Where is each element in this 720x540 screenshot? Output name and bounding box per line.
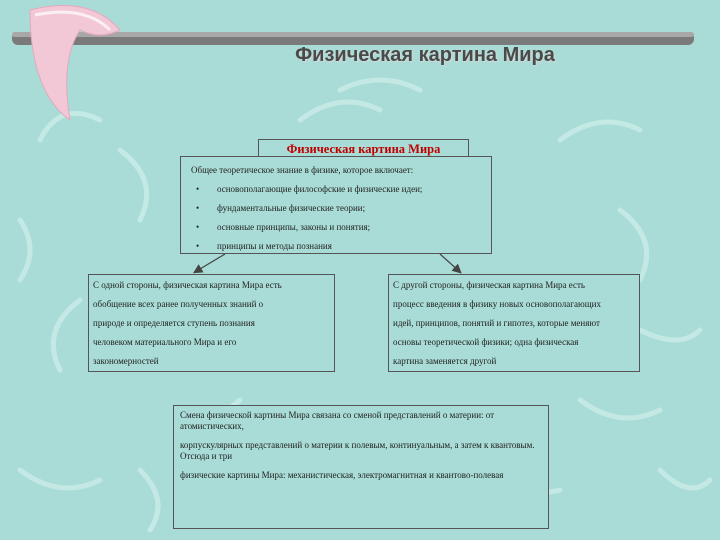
definition-box: Общее теоретическое знание в физике, кот… <box>180 156 492 254</box>
list-item: • основные принципы, законы и понятия; <box>191 222 485 241</box>
bullet-icon: • <box>196 222 200 232</box>
paragraph: Смена физической картины Мира связана со… <box>180 410 495 431</box>
text-line: природе и определяется ступень познания <box>93 318 255 328</box>
list-item-text: основные принципы, законы и понятия; <box>217 222 371 232</box>
change-of-picture-box: Смена физической картины Мира связана со… <box>173 405 549 529</box>
right-aspect-box: С другой стороны, физическая картина Мир… <box>388 274 640 372</box>
paragraph: физические картины Мира: механистическая… <box>180 470 504 480</box>
list-item: • принципы и методы познания <box>191 241 485 260</box>
list-item-text: принципы и методы познания <box>217 241 332 251</box>
bullet-icon: • <box>196 184 200 194</box>
list-item-text: основополагающие философские и физически… <box>217 184 423 194</box>
list-item: • фундаментальные физические теории; <box>191 203 485 222</box>
diagram-title-box: Физическая картина Мира <box>258 139 469 159</box>
text-line: человеком материального Мира и его <box>93 337 237 347</box>
left-aspect-box: С одной стороны, физическая картина Мира… <box>88 274 335 372</box>
text-line: обобщение всех ранее полученных знаний о <box>93 299 264 309</box>
diagram-title-text: Физическая картина Мира <box>286 142 441 156</box>
bullet-icon: • <box>196 203 200 213</box>
text-line: картина заменяется другой <box>393 356 497 366</box>
definition-intro: Общее теоретическое знание в физике, кот… <box>191 165 414 175</box>
text-line: основы теоретической физики; одна физиче… <box>393 337 579 347</box>
text-line: закономерностей <box>93 356 159 366</box>
arrow-left <box>192 253 226 274</box>
definition-list: • основополагающие философские и физическ… <box>191 184 485 260</box>
text-line: С другой стороны, физическая картина Мир… <box>393 280 586 290</box>
list-item: • основополагающие философские и физическ… <box>191 184 485 203</box>
text-line: идей, принципов, понятий и гипотез, кото… <box>393 318 600 328</box>
paragraph: корпускулярных представлений о материи к… <box>180 440 535 461</box>
slide-title: Физическая картина Мира <box>295 44 555 66</box>
text-line: процесс введения в физику новых основопо… <box>393 299 601 309</box>
bullet-icon: • <box>196 241 200 251</box>
arrow-right <box>439 253 462 274</box>
list-item-text: фундаментальные физические теории; <box>217 203 366 213</box>
text-line: С одной стороны, физическая картина Мира… <box>93 280 282 290</box>
